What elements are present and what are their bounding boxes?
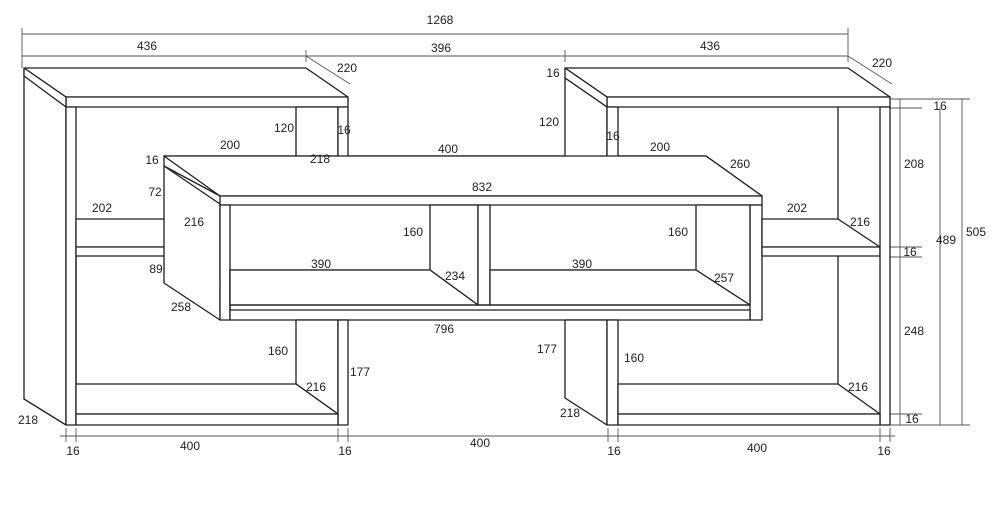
dim-center-left-divider-depth: 234 <box>445 269 465 283</box>
dim-bottom-bay-width-3: 400 <box>747 441 767 455</box>
dim-right-upper-section-height: 208 <box>904 157 924 171</box>
dim-left-top-width: 436 <box>137 39 157 53</box>
dim-right-depth-top: 220 <box>872 56 892 70</box>
dim-left-small-shelf-below: 89 <box>149 262 163 276</box>
dim-left-mid-shelf-width: 200 <box>220 138 240 152</box>
dim-left-riser-thickness: 16 <box>337 123 351 137</box>
dim-left-end-depth: 218 <box>18 413 38 427</box>
left-end-front-upright <box>65 106 77 426</box>
dim-center-box-width: 832 <box>472 180 492 194</box>
dim-left-mid-shelf-depth: 218 <box>310 152 330 166</box>
dim-right-small-shelf-width: 202 <box>787 201 807 215</box>
dim-center-right-bay-width: 390 <box>572 257 592 271</box>
right-end-front-upright <box>879 106 891 426</box>
dim-bottom-bay-width-1: 400 <box>180 439 200 453</box>
dim-total-width: 1268 <box>427 13 454 27</box>
dim-right-riser-height: 120 <box>539 115 559 129</box>
left-bottom-shelf <box>75 383 339 415</box>
dim-center-right-divider-height: 160 <box>668 225 688 239</box>
dim-bottom-thickness-3: 16 <box>607 444 621 458</box>
dim-center-left-divider-height: 160 <box>403 225 423 239</box>
dim-left-small-shelf-width: 202 <box>92 201 112 215</box>
right-top-shelf <box>564 67 891 98</box>
left-end-side-panel <box>23 69 67 426</box>
dim-right-bottom-shelf-depth: 216 <box>848 380 868 394</box>
dim-left-bottom-shelf-depth: 216 <box>306 380 326 394</box>
furniture-geometry <box>23 67 891 426</box>
dim-right-lower-riser-gap: 177 <box>537 342 557 356</box>
dim-right-lower-end-depth: 218 <box>560 406 580 420</box>
dim-right-lower-riser-height: 160 <box>624 351 644 365</box>
dim-right-bottom-thickness: 16 <box>905 412 919 426</box>
dim-left-depth-top: 220 <box>337 61 357 75</box>
dim-right-mid-shelf-width: 200 <box>650 140 670 154</box>
dim-right-lower-section-height: 248 <box>904 324 924 338</box>
dim-center-bottom-width: 796 <box>434 322 454 336</box>
dim-inner-total-height: 489 <box>936 233 956 247</box>
dim-center-right-divider-depth: 257 <box>714 271 734 285</box>
dim-left-lower-riser-height: 160 <box>268 344 288 358</box>
dimension-labels: 1268 436 396 436 220 220 16 16 120 16 12… <box>18 13 986 458</box>
dim-left-bottom-depth: 258 <box>171 300 191 314</box>
center-box-bottom-edge <box>229 309 751 321</box>
left-top-shelf <box>23 67 349 98</box>
dim-left-mid-shelf-thickness: 16 <box>145 153 159 167</box>
dim-right-small-shelf-thickness: 16 <box>903 245 917 259</box>
dim-left-small-shelf-depth: 216 <box>184 215 204 229</box>
dim-bottom-thickness-4: 16 <box>877 444 891 458</box>
dim-right-riser-thickness: 16 <box>606 129 620 143</box>
center-box-top-edge <box>219 195 763 206</box>
dim-left-lower-riser-gap: 177 <box>350 365 370 379</box>
right-top-shelf-edge <box>606 96 891 108</box>
right-bottom-shelf <box>617 383 881 415</box>
dim-left-riser-height: 120 <box>274 121 294 135</box>
dim-middle-gap: 396 <box>431 41 451 55</box>
dim-right-small-shelf-depth: 216 <box>850 215 870 229</box>
dim-bottom-bay-width-2: 400 <box>470 436 490 450</box>
center-box-top <box>163 155 763 197</box>
dim-bottom-thickness-2: 16 <box>338 444 352 458</box>
dim-center-gap-width: 400 <box>438 142 458 156</box>
dim-outer-total-height: 505 <box>966 225 986 239</box>
dim-center-left-bay-width: 390 <box>311 257 331 271</box>
dim-right-mid-shelf-depth: 260 <box>730 157 750 171</box>
dim-right-top-thickness-left: 16 <box>546 66 560 80</box>
dim-left-side-height: 72 <box>148 185 162 199</box>
dim-right-top-width: 436 <box>700 39 720 53</box>
dim-right-top-thickness-right: 16 <box>933 99 947 113</box>
left-top-shelf-edge <box>65 96 349 108</box>
dim-bottom-thickness-1: 16 <box>66 444 80 458</box>
